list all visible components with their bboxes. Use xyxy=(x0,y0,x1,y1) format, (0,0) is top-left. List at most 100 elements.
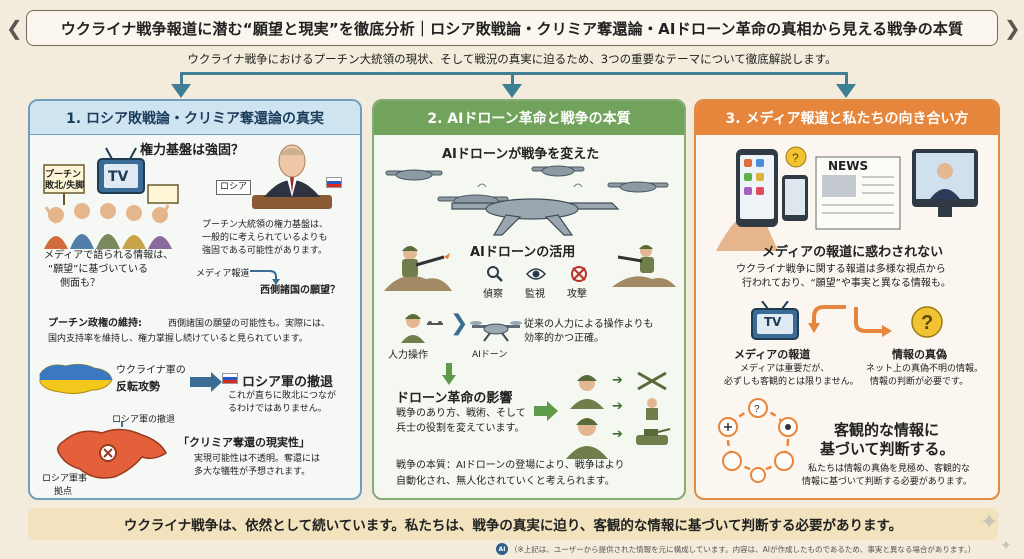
media-question-1: メディアで語られる情報は、 xyxy=(44,250,174,261)
regime-title: プーチン政権の維持: xyxy=(48,318,142,329)
eye-icon xyxy=(526,268,546,280)
tv-label: TV xyxy=(108,169,129,185)
usage-label-surveil: 監視 xyxy=(525,289,545,300)
connector-drop xyxy=(511,72,514,86)
objective-desc-1: 私たちは情報の真偽を見極め、客観的な xyxy=(808,464,971,474)
down-arrow-icon xyxy=(502,84,522,98)
impact-title: ドローン革命の影響 xyxy=(396,391,513,406)
essence-2: 自動化され、無人化されていくと考えられます。 xyxy=(396,476,615,487)
chevron-right-icon: ❯ xyxy=(450,311,469,336)
usage-label-attack: 攻撃 xyxy=(567,289,587,300)
connector-line xyxy=(180,72,848,75)
media-report-label: メディア報道 xyxy=(196,269,250,279)
left-ornament-icon: ❮ xyxy=(6,16,23,40)
question-icon: ? xyxy=(911,306,943,338)
protest-sign-text: プーチン 敗北/失脚 xyxy=(45,170,85,191)
page-subtitle: ウクライナ戦争におけるプーチン大統領の現状、そして戦況の真実に迫るため、3つの重… xyxy=(187,52,837,66)
truth-desc-1: ネット上の真偽不明の情報。 xyxy=(866,364,984,374)
essence-1: 戦争の本質：AIドローンの登場により、戦争はより xyxy=(396,460,625,471)
down-arrow-icon xyxy=(171,84,191,98)
efficiency-1: 従来の人力による操作よりも xyxy=(524,319,654,330)
small-arrow-icon: ➔ xyxy=(612,373,623,388)
magnifier-icon xyxy=(487,266,503,282)
drones-illustration xyxy=(385,165,669,236)
down-arrow-icon xyxy=(442,363,456,385)
media-desc-2: 必ずしも客観的とは限りません。 xyxy=(724,377,859,387)
news-label: NEWS xyxy=(828,159,869,173)
impact-desc-1: 戦争のあり方、戦術、そして xyxy=(396,408,526,419)
crimea-desc-2: 多大な犠牲が予想されます。 xyxy=(194,467,311,477)
panel3-heading: 3. メディア報道と私たちの向き合い方 xyxy=(696,101,998,135)
impact-desc-2: 兵士の役割を変えています。 xyxy=(396,423,525,434)
manual-label: 人力操作 xyxy=(388,350,428,361)
regime-desc-2: 国内支持率を維持し、権力掌握し続けていると見られています。 xyxy=(48,334,308,344)
regime-desc-1: 西側諸国の願望の可能性も。実際には、 xyxy=(168,319,331,329)
western-wish-label: 西側諸国の願望？ xyxy=(260,285,340,296)
withdraw-desc-2: るわけではありません。 xyxy=(228,404,327,414)
power-desc-2: 一般的に考えられているよりも xyxy=(202,233,328,243)
truth-title: 情報の真偽 xyxy=(892,348,947,361)
base-label-2: 拠点 xyxy=(54,487,73,497)
exchange-arrows-icon xyxy=(808,305,892,337)
title-banner: ウクライナ戦争報道に潜む“願望と現実”を徹底分析｜ロシア敗戦論・クリミア奪還論・… xyxy=(26,10,998,46)
media-question-3: 側面も？ xyxy=(60,278,100,289)
media-desc-1: メディアは重要だが、 xyxy=(740,364,830,374)
media-devices-illustration: ? xyxy=(716,146,978,251)
svg-text:?: ? xyxy=(754,404,760,415)
mini-drone-icon xyxy=(427,321,443,325)
disclaimer-note: （※上記は、ユーザーから提供された情報を元に構成しています。内容は、AIが作成し… xyxy=(510,545,976,554)
svg-text:?: ? xyxy=(921,312,933,334)
panel-ai-drone: 2. AIドローン革命と戦争の本質 AIドローンが戦争を変えた xyxy=(372,99,686,500)
russia-label: ロシア xyxy=(216,180,252,195)
target-icon xyxy=(571,266,587,282)
right-arrow-icon xyxy=(534,401,558,421)
objective-title-2: 基づいて判断する。 xyxy=(820,440,955,458)
withdraw-label: ロシア軍の撤退 xyxy=(242,375,334,390)
counter-label-1: ウクライナ軍の xyxy=(116,365,186,376)
small-arrow-icon: ➔ xyxy=(612,399,623,414)
map-withdraw-label: ロシア軍の撤退 xyxy=(112,415,176,425)
page-title: ウクライナ戦争報道に潜む“願望と現実”を徹底分析｜ロシア敗戦論・クリミア奪還論・… xyxy=(60,19,964,38)
media-question-2: “願望”に基づいている xyxy=(48,264,149,275)
objective-desc-2: 情報に基づいて判断する必要があります。 xyxy=(802,477,972,487)
power-desc-1: プーチン大統領の権力基盤は、 xyxy=(202,220,329,230)
objective-title-1: 客観的な情報に xyxy=(834,421,940,439)
right-arrow-icon xyxy=(190,372,222,392)
information-cycle-illustration: ? xyxy=(718,398,798,483)
panel-media: 3. メディア報道と私たちの向き合い方 ? xyxy=(694,99,1000,500)
tv-label: TV xyxy=(764,315,782,329)
ai-drone-icon xyxy=(470,321,522,342)
counter-label-2: 反転攻勢 xyxy=(116,380,160,393)
protest-tv-illustration xyxy=(43,147,179,249)
crimea-map xyxy=(57,421,167,479)
ai-badge-icon: AI xyxy=(496,543,508,555)
soldier-illustration xyxy=(384,246,452,291)
crimea-desc-1: 実現可能性は不透明。奪還には xyxy=(194,454,321,464)
leader-portrait xyxy=(252,144,332,209)
sparkle-icon: ✦ xyxy=(1000,538,1012,554)
svg-text:?: ? xyxy=(792,151,799,165)
ukraine-map-icon xyxy=(39,363,113,395)
usage-label-recon: 偵察 xyxy=(483,289,503,300)
power-desc-3: 強固である可能性があります。 xyxy=(202,246,328,256)
usage-title: AIドローンの活用 xyxy=(470,245,576,260)
ai-drone-label: AIドーン xyxy=(472,350,508,360)
connector-drop xyxy=(845,72,848,86)
connector-drop xyxy=(180,72,183,86)
power-base-title: 権力基盤は強固？ xyxy=(140,143,245,158)
conclusion-text: ウクライナ戦争は、依然として続いています。私たちは、戦争の真実に迫り、客観的な情… xyxy=(123,518,903,534)
curved-arrow-icon xyxy=(250,270,280,285)
truth-desc-2: 情報の判断が必要です。 xyxy=(870,377,969,387)
withdraw-desc-1: これが直ちに敗北につなが xyxy=(228,391,337,401)
mislead-title: メディアの報道に惑わされない xyxy=(762,245,944,260)
russia-flag-icon xyxy=(326,177,342,188)
efficiency-2: 効率的かつ正確。 xyxy=(524,333,604,344)
drone-title: AIドローンが戦争を変えた xyxy=(442,147,600,162)
base-label-1: ロシア軍事 xyxy=(42,474,88,484)
soldier-avatar-icon xyxy=(401,314,425,343)
right-ornament-icon: ❯ xyxy=(1004,16,1021,40)
small-arrow-icon: ➔ xyxy=(612,427,623,442)
soldier-illustration xyxy=(612,245,676,287)
sparkle-icon: ✦ xyxy=(980,510,999,535)
